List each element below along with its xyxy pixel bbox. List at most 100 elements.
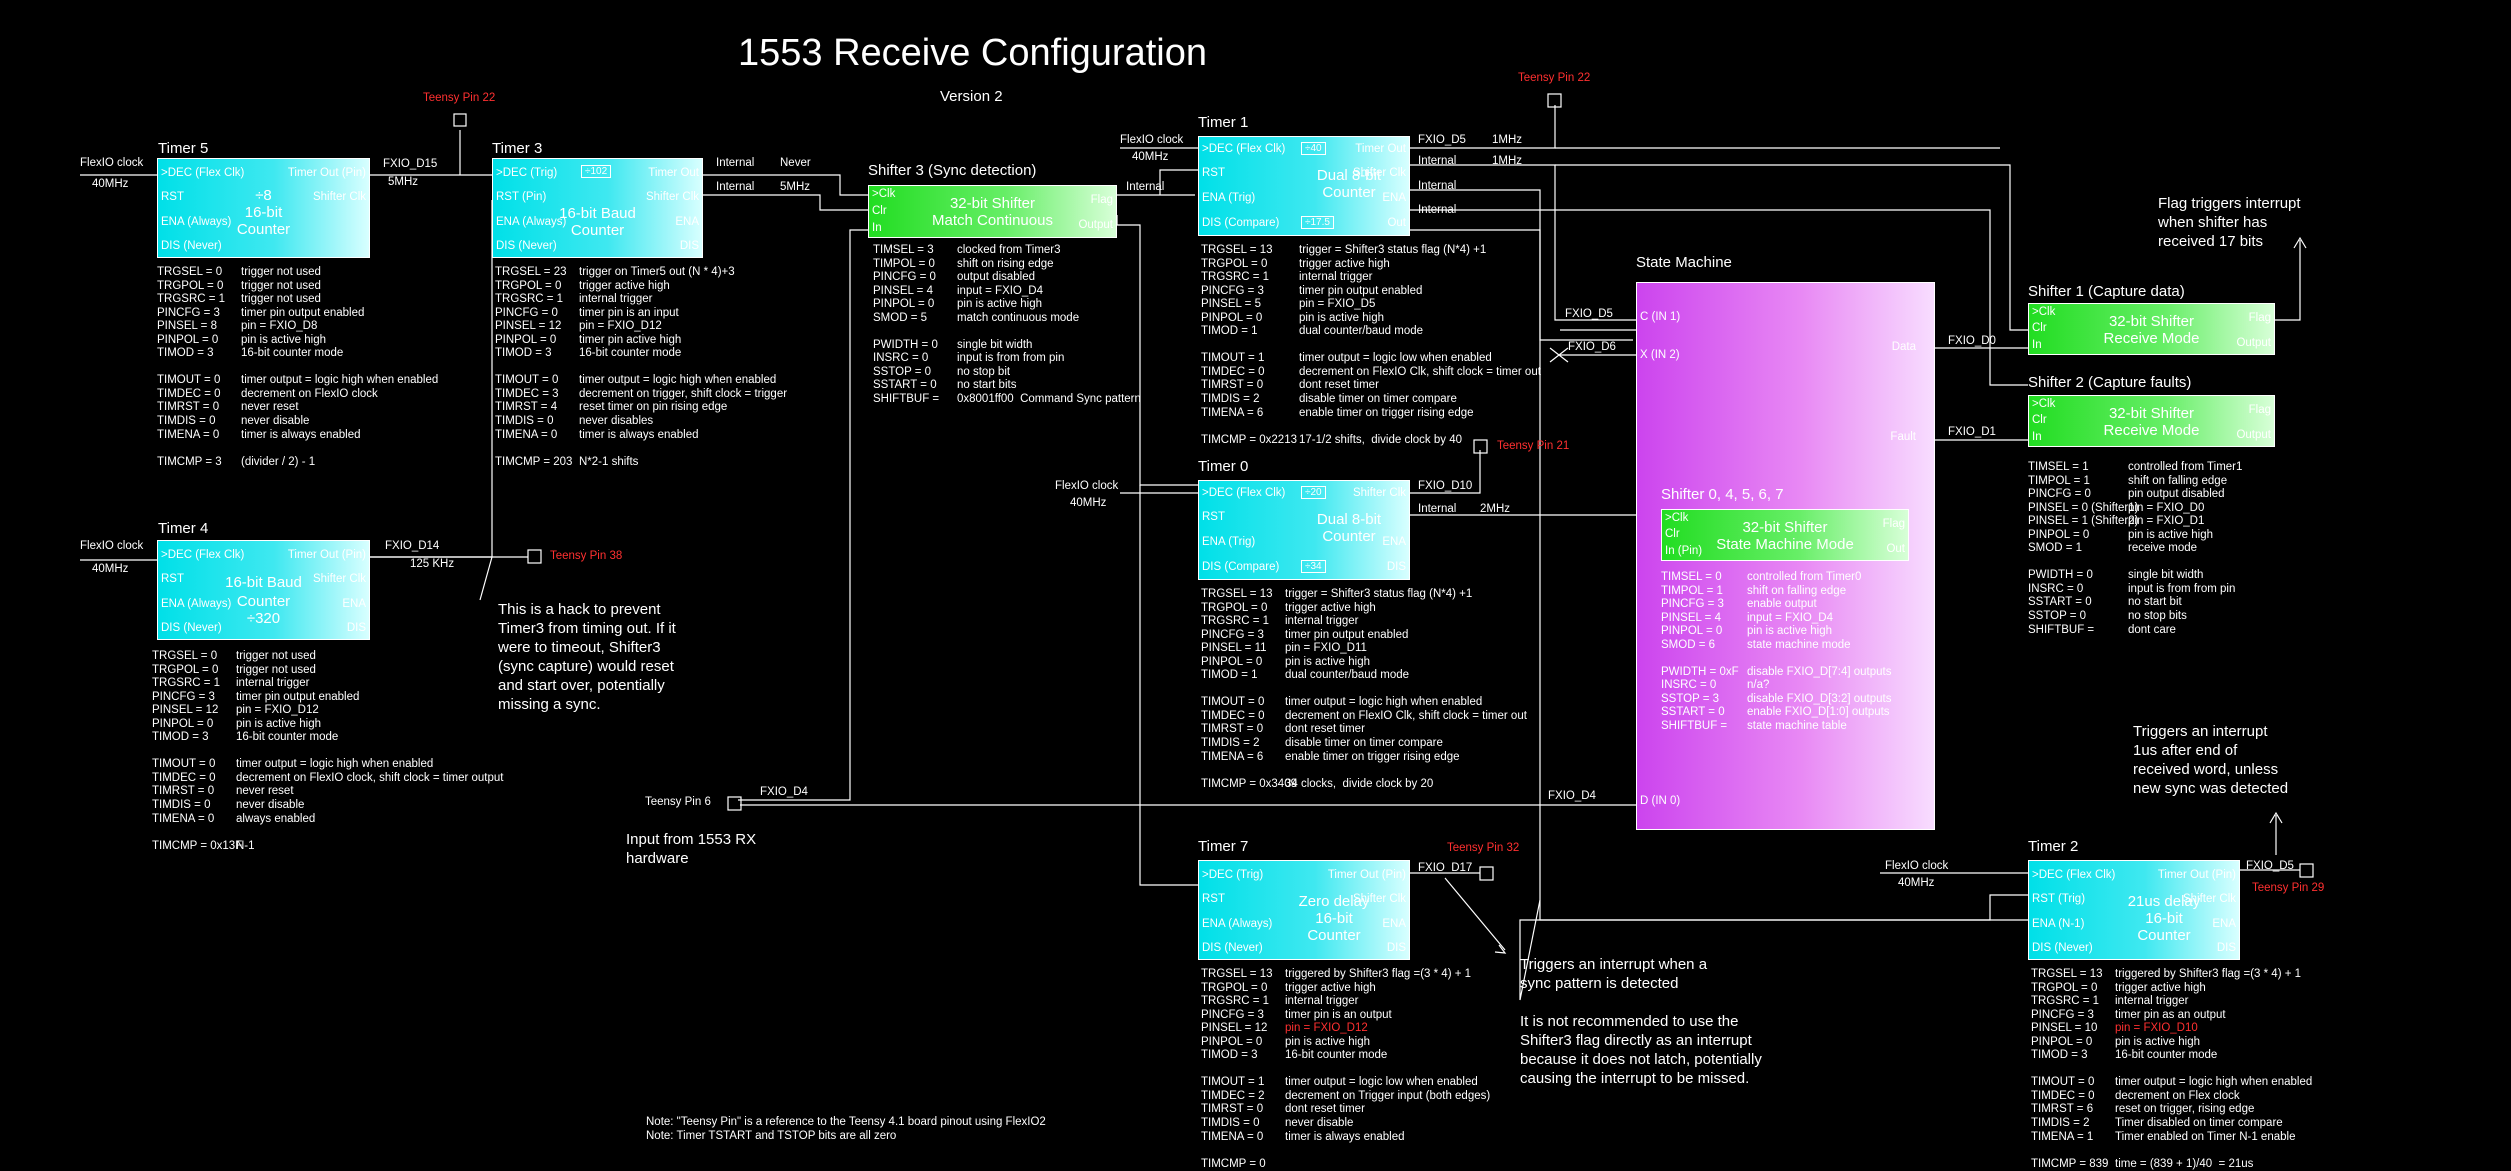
param-key: PINSEL = 12: [495, 320, 562, 333]
freq-label: 2MHz: [1480, 503, 1511, 515]
param-desc: single bit width: [2128, 569, 2204, 582]
param-desc: never disable: [241, 415, 310, 428]
clock-label: FlexIO clock: [80, 540, 144, 552]
sync-note: Triggers an interrupt when a sync patter…: [1520, 956, 1708, 992]
port-label: DIS (Never): [1202, 942, 1263, 954]
param-key: [152, 826, 236, 840]
param-desc: pin = FXIO_D11: [1285, 642, 1367, 655]
port-label: Flag: [2248, 312, 2271, 324]
shifter1-title: Shifter 1 (Capture data): [2028, 283, 2185, 300]
timer1-block: >DEC (Flex Clk) RST ENA (Trig) DIS (Comp…: [1198, 136, 1410, 236]
param-key: TRGPOL = 0: [1201, 601, 1268, 614]
param-key: PINSEL = 4: [1661, 611, 1721, 624]
param-key: TRGPOL = 0: [1201, 257, 1268, 270]
param-desc: 17-1/2 shifts, divide clock by 40: [1299, 433, 1462, 446]
param-desc: internal trigger: [1299, 271, 1373, 284]
param-desc: Timer disabled on timer compare: [2115, 1117, 2283, 1130]
port-label: DIS: [1386, 942, 1406, 954]
port-label: ENA (Always): [161, 216, 232, 228]
param-row: [1201, 1144, 1490, 1158]
param-desc: decrement on Trigger input (both edges): [1285, 1089, 1491, 1102]
param-desc: 16-bit counter mode: [241, 347, 344, 360]
param-key: TIMCMP = 0x3409: [1201, 777, 1297, 790]
param-row: [495, 361, 787, 375]
param-key: TIMRST = 0: [1201, 1103, 1264, 1116]
pin-label-32: Teensy Pin 32: [1447, 842, 1520, 854]
port-label: DIS (Never): [161, 240, 222, 252]
port-label: DIS (Never): [161, 622, 222, 634]
port-label: ENA: [1382, 536, 1406, 548]
param-row: [1201, 764, 1527, 778]
param-desc: no start bit: [2128, 596, 2182, 609]
param-desc: shift on falling edge: [1747, 584, 1847, 597]
internal-label: Internal: [1418, 180, 1457, 192]
param-key: TIMRST = 0: [152, 785, 215, 798]
freq-label: 40MHz: [1132, 151, 1169, 163]
param-key: TIMRST = 4: [495, 401, 558, 414]
port-label: Clr: [2032, 414, 2047, 426]
port-label: X (IN 2): [1640, 349, 1680, 361]
param-desc: state machine mode: [1747, 638, 1851, 651]
interrupt1us-note: Triggers an interrupt 1us after end of r…: [2133, 723, 2289, 797]
param-key: SSTOP = 0: [2028, 610, 2087, 623]
hack-note: This is a hack to prevent Timer3 from ti…: [498, 601, 676, 713]
param-key: PINSEL = 1 (Shifter2): [2028, 515, 2139, 528]
param-key: TRGSEL = 0: [157, 266, 223, 278]
port-label: C (IN 1): [1640, 311, 1681, 323]
port-label: RST: [161, 191, 184, 203]
param-desc: never disables: [579, 415, 654, 428]
param-row: [1201, 420, 1541, 434]
param-desc: decrement on FlexIO clock: [241, 387, 378, 400]
param-row: [152, 826, 503, 840]
param-desc: never reset: [241, 401, 299, 414]
param-key: PINPOL = 0: [1201, 311, 1263, 324]
port-label: RST: [1202, 893, 1225, 905]
param-row: TIMCMP = 0x13FN-1: [152, 840, 503, 854]
block-text: State Machine Mode: [1716, 536, 1854, 553]
signal-label: FXIO_D17: [1418, 862, 1473, 874]
pin-label-22: Teensy Pin 22: [423, 92, 496, 104]
internal-label: Internal: [716, 157, 755, 169]
param-key: TRGPOL = 0: [157, 279, 224, 292]
param-key: TIMSEL = 1: [2028, 461, 2089, 473]
param-desc: (divider / 2) - 1: [241, 455, 316, 468]
param-desc: pin is active high: [236, 717, 322, 730]
param-row: SHIFTBUF =dont care: [2028, 624, 2242, 638]
param-row: SHIFTBUF =state machine table: [1661, 720, 1891, 734]
clock-label: FlexIO clock: [1120, 134, 1184, 146]
port-label: >DEC (Trig): [1202, 869, 1264, 881]
param-desc: trigger = Shifter3 status flag (N*4) +1: [1299, 244, 1487, 256]
signal-label: FXIO_D0: [1948, 335, 1996, 347]
param-desc: timer output = logic high when enabled: [236, 758, 434, 771]
param-desc: N*2-1 shifts: [579, 455, 639, 468]
port-label: DIS (Never): [496, 240, 557, 252]
param-desc: pin output disabled: [2128, 488, 2225, 501]
port-label: >DEC (Flex Clk): [161, 549, 245, 561]
param-desc: trigger on Timer5 out (N * 4)+3: [579, 266, 735, 278]
param-key: TIMDEC = 0: [157, 387, 221, 400]
param-key: SSTART = 0: [2028, 596, 2092, 609]
param-desc: internal trigger: [236, 677, 310, 690]
shifterSM-title: Shifter 0, 4, 5, 6, 7: [1661, 486, 1784, 503]
